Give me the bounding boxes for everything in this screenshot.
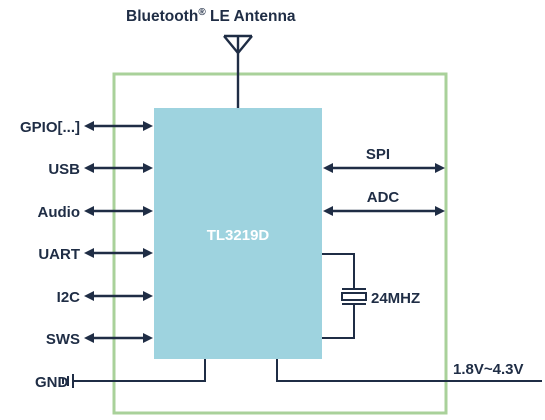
label-power: 1.8V~4.3V	[453, 361, 523, 378]
crystal-oscillator-icon	[322, 253, 367, 339]
label-uart: UART	[38, 246, 80, 263]
power-line	[276, 359, 542, 382]
diagram-title: Bluetooth® LE Antenna	[126, 7, 296, 25]
label-gnd: GND	[35, 374, 69, 391]
label-spi: SPI	[366, 146, 390, 163]
antenna-icon	[223, 34, 253, 108]
arrow-spi	[323, 163, 445, 173]
label-audio: Audio	[38, 204, 81, 221]
arrow-sws	[84, 333, 153, 343]
label-usb: USB	[48, 161, 80, 178]
arrow-gpio	[84, 121, 153, 131]
label-gpio: GPIO[...]	[20, 119, 80, 136]
module-board-outline	[112, 72, 448, 415]
soc-chip	[154, 108, 322, 359]
arrow-i2c	[84, 291, 153, 301]
ground-icon	[62, 359, 206, 388]
label-crystal: 24MHZ	[371, 290, 420, 307]
label-i2c: I2C	[57, 289, 81, 306]
arrow-usb	[84, 163, 153, 173]
chip-name: TL3219D	[207, 227, 270, 244]
arrow-audio	[84, 206, 153, 216]
label-adc: ADC	[367, 189, 400, 206]
arrow-uart	[84, 248, 153, 258]
arrow-adc	[323, 206, 445, 216]
label-sws: SWS	[46, 331, 80, 348]
